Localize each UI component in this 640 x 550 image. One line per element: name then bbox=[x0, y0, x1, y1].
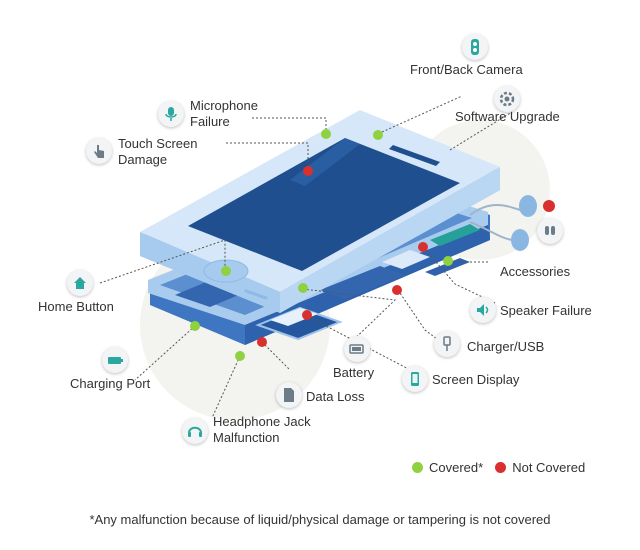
dot-accessories-not-covered bbox=[543, 200, 555, 212]
dot-microphone bbox=[321, 129, 331, 139]
legend-not-covered-swatch bbox=[495, 462, 507, 473]
earbud-bottom bbox=[511, 229, 529, 251]
footnote: *Any malfunction because of liquid/physi… bbox=[89, 512, 551, 527]
charger-usb-icon bbox=[434, 331, 460, 357]
earbud-top bbox=[519, 195, 537, 217]
dot-home-button bbox=[221, 266, 231, 276]
dot-charger-usb bbox=[392, 285, 402, 295]
dot-data-loss bbox=[257, 337, 267, 347]
label-battery: Battery bbox=[333, 365, 375, 380]
touch-screen-icon bbox=[86, 138, 112, 164]
label-home-button: Home Button bbox=[38, 299, 114, 314]
legend-covered-swatch bbox=[412, 462, 423, 473]
data-loss-icon bbox=[276, 382, 302, 408]
label-accessories: Accessories bbox=[500, 264, 571, 279]
earphones-icon bbox=[537, 218, 563, 244]
battery-icon bbox=[344, 336, 370, 362]
label-speaker-failure: Speaker Failure bbox=[500, 303, 592, 318]
software-upgrade-icon bbox=[494, 86, 520, 112]
charging-port-icon bbox=[102, 347, 128, 373]
label-headphone-jack: Headphone Jack Malfunction bbox=[213, 414, 311, 445]
legend: Covered* Not Covered bbox=[412, 460, 585, 475]
dot-headphone-jack bbox=[235, 351, 245, 361]
dot-front-back-camera bbox=[373, 130, 383, 140]
dot-speaker bbox=[418, 242, 428, 252]
label-software-upgrade: Software Upgrade bbox=[455, 109, 560, 124]
dot-battery bbox=[298, 283, 308, 293]
label-charging-port: Charging Port bbox=[70, 376, 151, 391]
status-dots bbox=[190, 129, 555, 361]
label-screen-display: Screen Display bbox=[432, 372, 520, 387]
legend-not-covered-label: Not Covered bbox=[512, 460, 586, 475]
label-charger-usb: Charger/USB bbox=[467, 339, 545, 354]
microphone-icon bbox=[158, 101, 184, 127]
dot-screen-display bbox=[302, 310, 312, 320]
dot-charging-port bbox=[190, 321, 200, 331]
headphones-icon bbox=[182, 418, 208, 444]
camera-icon bbox=[462, 34, 488, 60]
phone-screen-panel bbox=[140, 110, 500, 313]
label-data-loss: Data Loss bbox=[306, 389, 365, 404]
label-front-back-camera: Front/Back Camera bbox=[410, 62, 523, 77]
label-touch-screen-damage: Touch Screen Damage bbox=[118, 136, 198, 167]
dot-touch-screen bbox=[303, 166, 313, 176]
dot-accessories bbox=[443, 256, 453, 266]
screen-display-icon bbox=[402, 366, 428, 392]
speaker-icon bbox=[470, 297, 496, 323]
legend-covered-label: Covered* bbox=[429, 460, 484, 475]
home-icon bbox=[67, 270, 93, 296]
earphones bbox=[469, 204, 521, 241]
label-microphone-failure: Microphone Failure bbox=[190, 98, 258, 129]
